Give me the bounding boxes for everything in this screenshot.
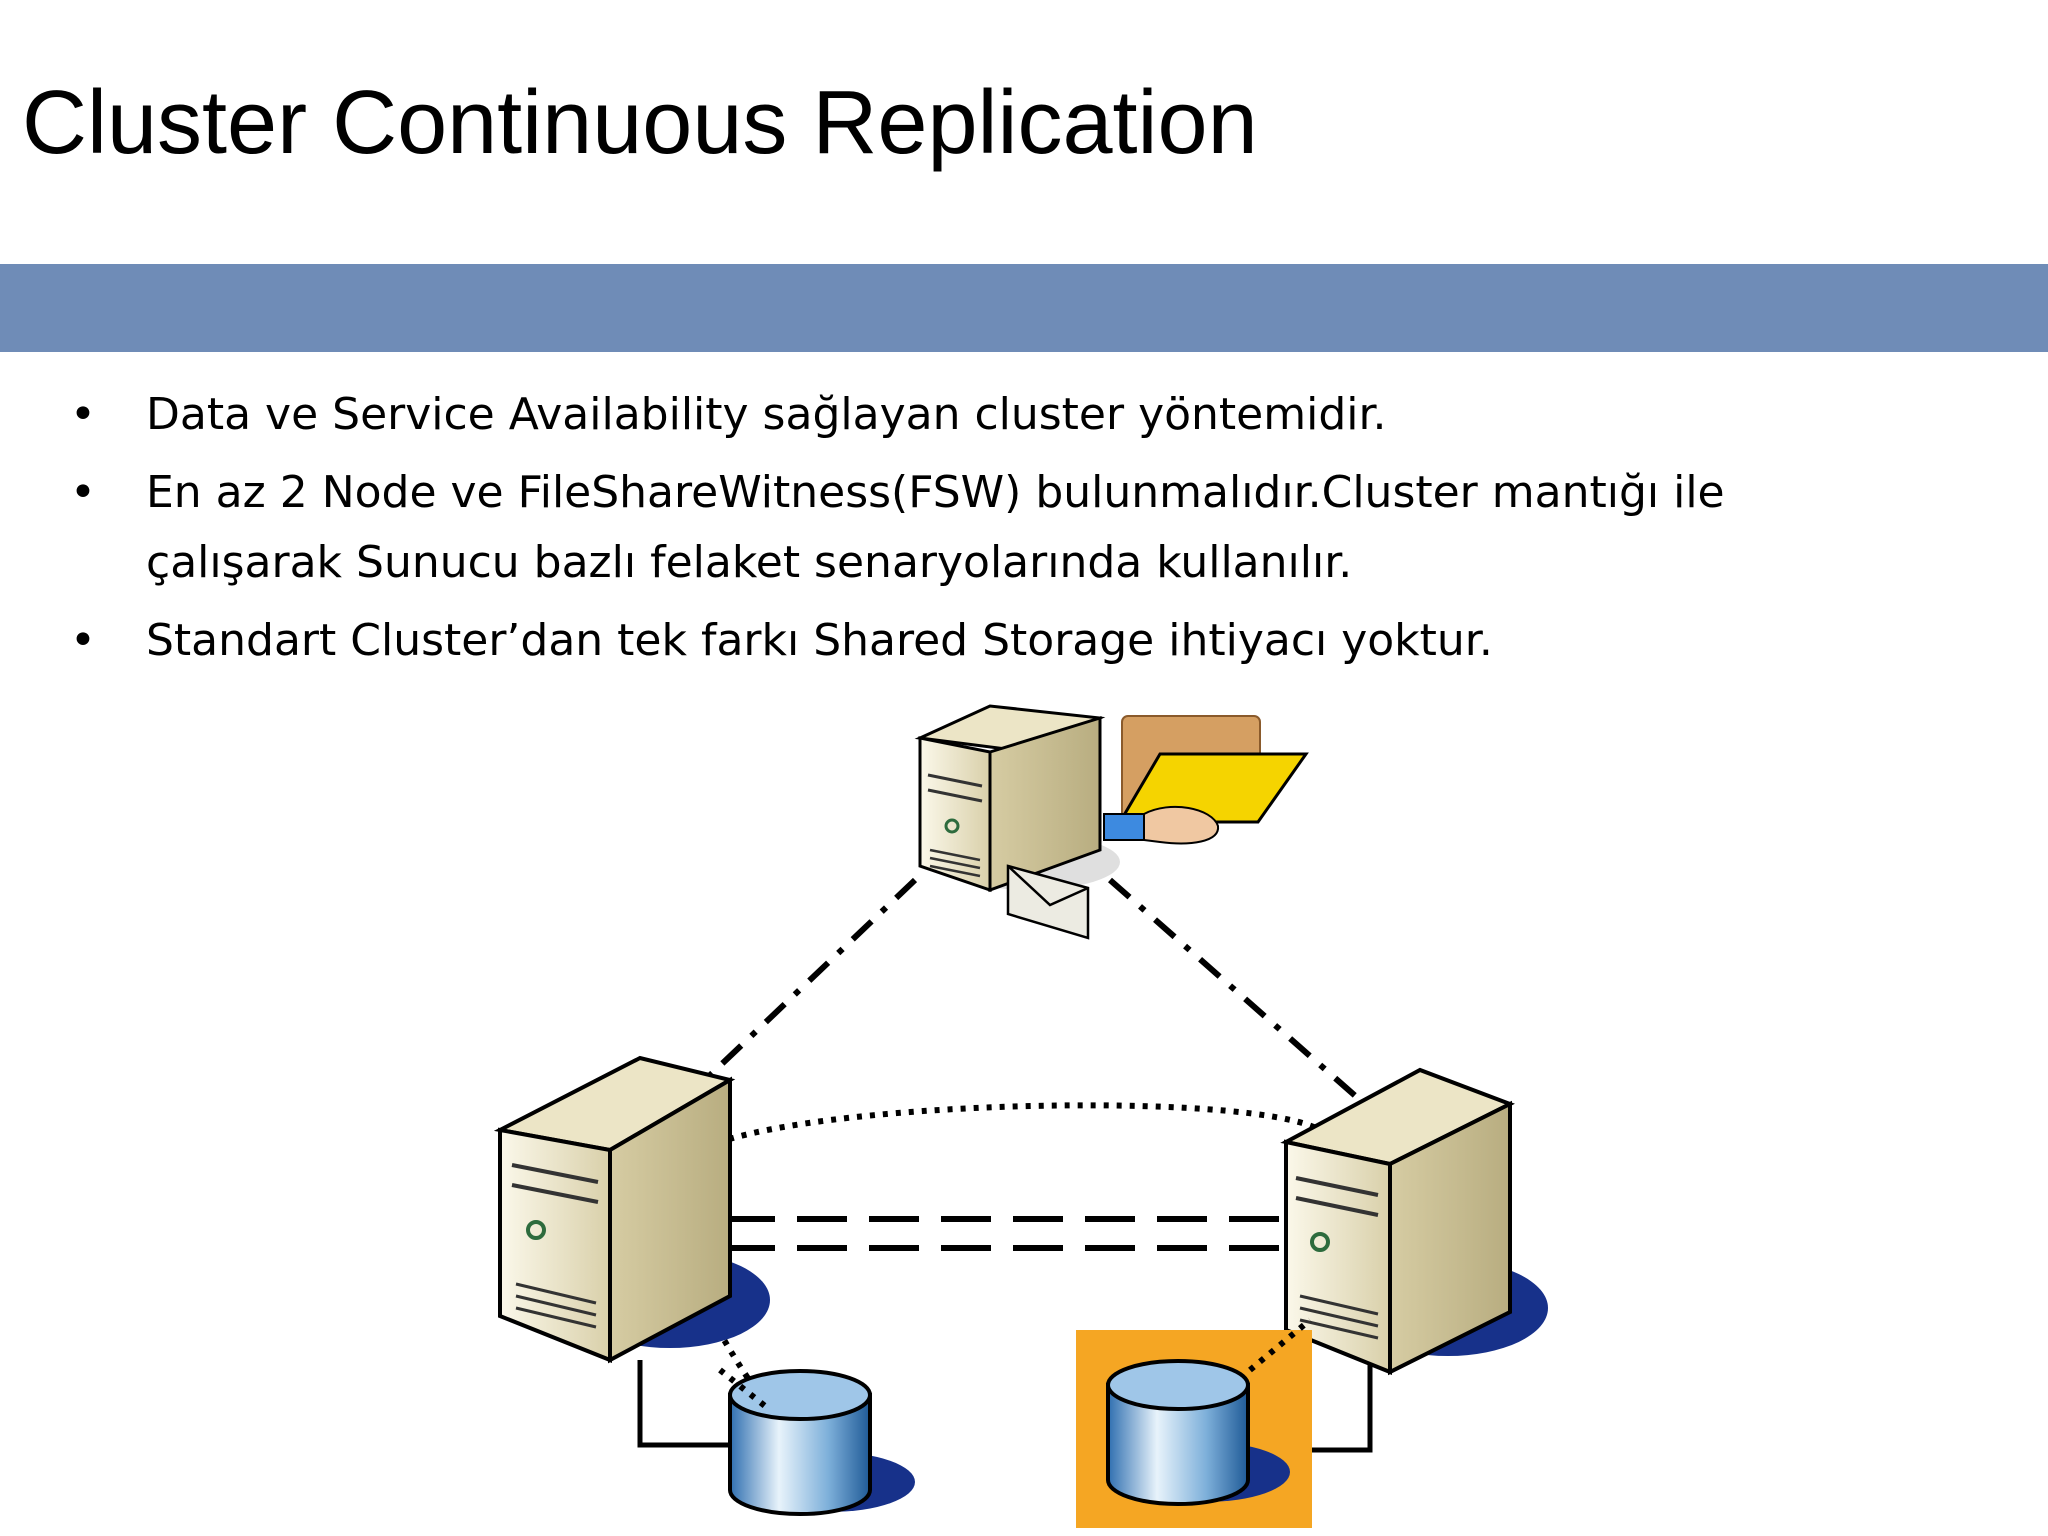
bullet-item: • En az 2 Node ve FileShareWitness(FSW) …: [60, 458, 1906, 598]
node-2-storage-cable: [1310, 1360, 1373, 1453]
database-icon: [728, 1393, 872, 1516]
bullet-item: • Data ve Service Availability sağlayan …: [60, 380, 1960, 450]
database-top: [728, 1369, 872, 1421]
witness-link-left: [702, 877, 918, 1083]
vent-lines: [1299, 1294, 1379, 1340]
file-share-folder-icon: [1117, 752, 1309, 824]
node-2-database: [1076, 1330, 1312, 1528]
hand-icon: [1143, 805, 1220, 845]
bullet-dot: •: [70, 389, 96, 440]
bullet-list: • Data ve Service Availability sağlayan …: [60, 380, 1960, 684]
node-1-storage-cable: [637, 1360, 735, 1448]
envelope-flap: [1007, 865, 1089, 907]
node-1-server: [493, 1055, 770, 1364]
file-share-witness-server: [914, 704, 1309, 940]
vent-lines: [929, 848, 981, 878]
replication-path-right: [1248, 1317, 1312, 1373]
bullet-text: En az 2 Node ve FileShareWitness(FSW) bu…: [146, 467, 1725, 588]
database-top: [1106, 1359, 1250, 1411]
power-button: [1310, 1232, 1330, 1252]
bullet-text: Data ve Service Availability sağlayan cl…: [146, 389, 1387, 440]
slide-title: Cluster Continuous Replication: [22, 73, 1258, 173]
power-button: [526, 1220, 546, 1240]
replication-path-left: [718, 1367, 772, 1413]
bullet-text: Standart Cluster’dan tek farkı Shared St…: [146, 615, 1493, 666]
vent-lines: [515, 1282, 597, 1329]
bullet-dot: •: [70, 467, 96, 518]
node-2-server: [1280, 1067, 1548, 1376]
bullet-item: • Standart Cluster’dan tek farkı Shared …: [60, 606, 1960, 676]
node-1-database: [728, 1369, 915, 1516]
drive-bay: [927, 773, 983, 803]
title-accent-bar: [0, 264, 2048, 352]
bullet-dot: •: [70, 615, 96, 666]
drive-bay: [1295, 1176, 1379, 1217]
hand-sleeve: [1103, 813, 1145, 841]
database-icon: [1106, 1383, 1250, 1506]
drive-bay: [511, 1163, 599, 1204]
power-button: [944, 818, 960, 834]
witness-link-right: [1108, 877, 1362, 1103]
